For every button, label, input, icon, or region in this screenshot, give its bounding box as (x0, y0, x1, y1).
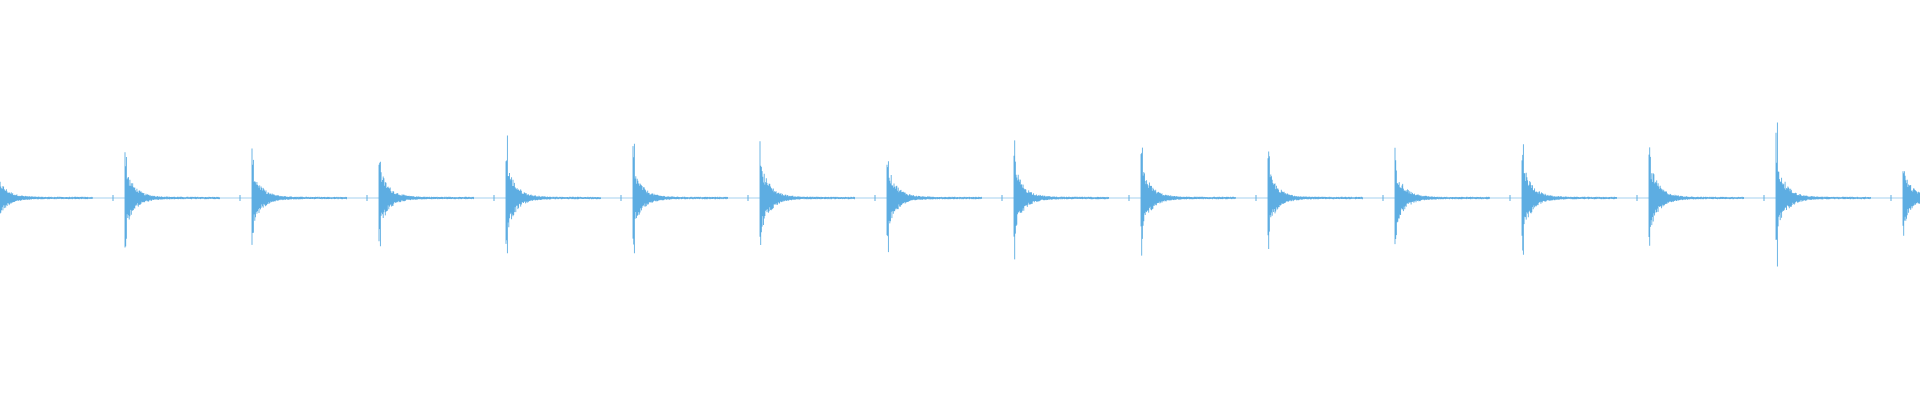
waveform-hit-8 (886, 161, 1003, 253)
waveform-hit-2 (124, 152, 241, 248)
waveform-hit-2-shape (124, 152, 220, 248)
waveform-hit-13-shape (1521, 144, 1617, 255)
waveform-hit-3-shape (251, 148, 347, 245)
waveform-hit-11 (1267, 151, 1384, 249)
waveform-hit-6-shape (632, 143, 728, 254)
waveform-hit-5-shape (505, 135, 601, 254)
waveform-hit-16-shape (1902, 171, 1920, 236)
waveform-hit-10 (1140, 147, 1257, 256)
waveform-hit-12 (1394, 147, 1511, 245)
waveform-hit-7-shape (759, 141, 855, 245)
waveform-hit-9 (1013, 140, 1130, 260)
waveform-hit-15-shape (1775, 122, 1871, 267)
waveform-hit-13 (1521, 144, 1638, 255)
waveform-hit-15 (1775, 122, 1892, 267)
waveform-hit-12-shape (1394, 147, 1490, 245)
waveform-hit-11-shape (1267, 151, 1363, 249)
waveform-hit-4 (378, 161, 495, 247)
waveform-hits (0, 122, 1920, 267)
waveform-hit-6 (632, 143, 749, 254)
waveform-hit-16 (1902, 171, 1920, 236)
waveform-hit-10-shape (1140, 147, 1236, 256)
waveform-hit-7 (759, 141, 876, 245)
waveform-hit-5 (505, 135, 622, 254)
waveform-hit-3 (251, 148, 368, 245)
waveform-hit-8-shape (886, 161, 982, 253)
waveform-hit-4-shape (378, 161, 474, 247)
waveform-hit-14-shape (1648, 147, 1744, 246)
waveform-hit-9-shape (1013, 140, 1109, 260)
waveform-hit-14 (1648, 147, 1765, 246)
waveform-hit-1-shape (0, 181, 93, 214)
waveform-hit-1 (0, 181, 114, 214)
